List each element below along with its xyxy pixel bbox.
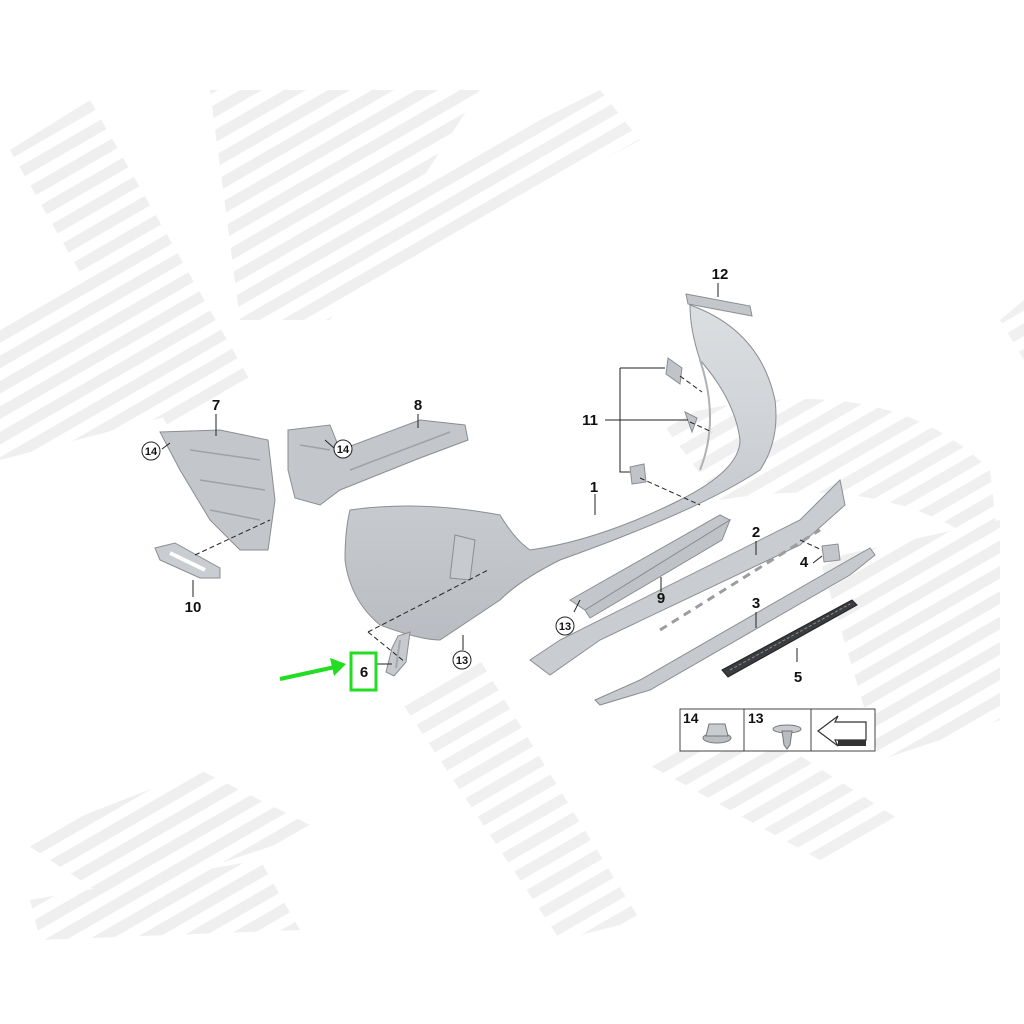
green-arrow-icon xyxy=(279,658,346,681)
part-4-trim xyxy=(799,539,841,564)
part-8-bracket xyxy=(287,419,469,506)
part-11-brackets xyxy=(605,357,713,506)
callout-1: 1 xyxy=(590,479,598,496)
part-10-reflector-frame xyxy=(154,519,271,579)
svg-text:14: 14 xyxy=(145,446,158,458)
circled-callouts: 14 14 13 13 xyxy=(141,439,575,670)
part-12-strip xyxy=(685,283,753,317)
legend-clip: 13 xyxy=(748,710,802,750)
part-2-diffuser xyxy=(529,478,846,676)
svg-text:13: 13 xyxy=(559,621,571,633)
clip-icon xyxy=(772,724,802,750)
callout-14-left: 14 xyxy=(141,441,161,461)
callout-13-left: 13 xyxy=(555,616,575,636)
highlight-box xyxy=(349,651,378,692)
callout-7: 7 xyxy=(212,397,220,414)
callout-3: 3 xyxy=(752,595,760,612)
callout-8: 8 xyxy=(414,397,422,414)
legend-nut: 14 xyxy=(683,710,732,744)
part-1-bumper-cover xyxy=(344,304,777,641)
callout-9: 9 xyxy=(657,590,665,607)
part-5-dark-strip xyxy=(721,599,858,678)
part-7-bracket xyxy=(159,429,276,551)
callout-12: 12 xyxy=(712,266,729,283)
nut-icon xyxy=(702,723,732,744)
part-9-reinforcement xyxy=(569,514,732,619)
svg-text:13: 13 xyxy=(748,710,764,726)
svg-text:14: 14 xyxy=(337,444,350,456)
svg-text:14: 14 xyxy=(683,710,699,726)
callout-13-right: 13 xyxy=(452,650,472,670)
callout-14-right: 14 xyxy=(333,439,353,459)
highlight-part-6: 6 xyxy=(279,651,378,692)
callout-10: 10 xyxy=(185,599,202,616)
callout-6: 6 xyxy=(360,664,368,681)
callouts: 12 11 1 2 4 3 5 9 7 8 10 xyxy=(185,266,809,686)
watermark xyxy=(0,90,1024,940)
callout-5: 5 xyxy=(794,669,802,686)
part-6-reflector xyxy=(367,569,489,677)
callout-4: 4 xyxy=(800,554,809,571)
callout-11: 11 xyxy=(582,412,598,429)
fastener-legend: 14 13 xyxy=(679,708,876,752)
callout-2: 2 xyxy=(752,524,760,541)
direction-arrow-icon xyxy=(817,715,867,747)
svg-text:13: 13 xyxy=(456,655,468,667)
part-3-trim-strip xyxy=(594,547,876,706)
leader-lines xyxy=(161,414,798,662)
